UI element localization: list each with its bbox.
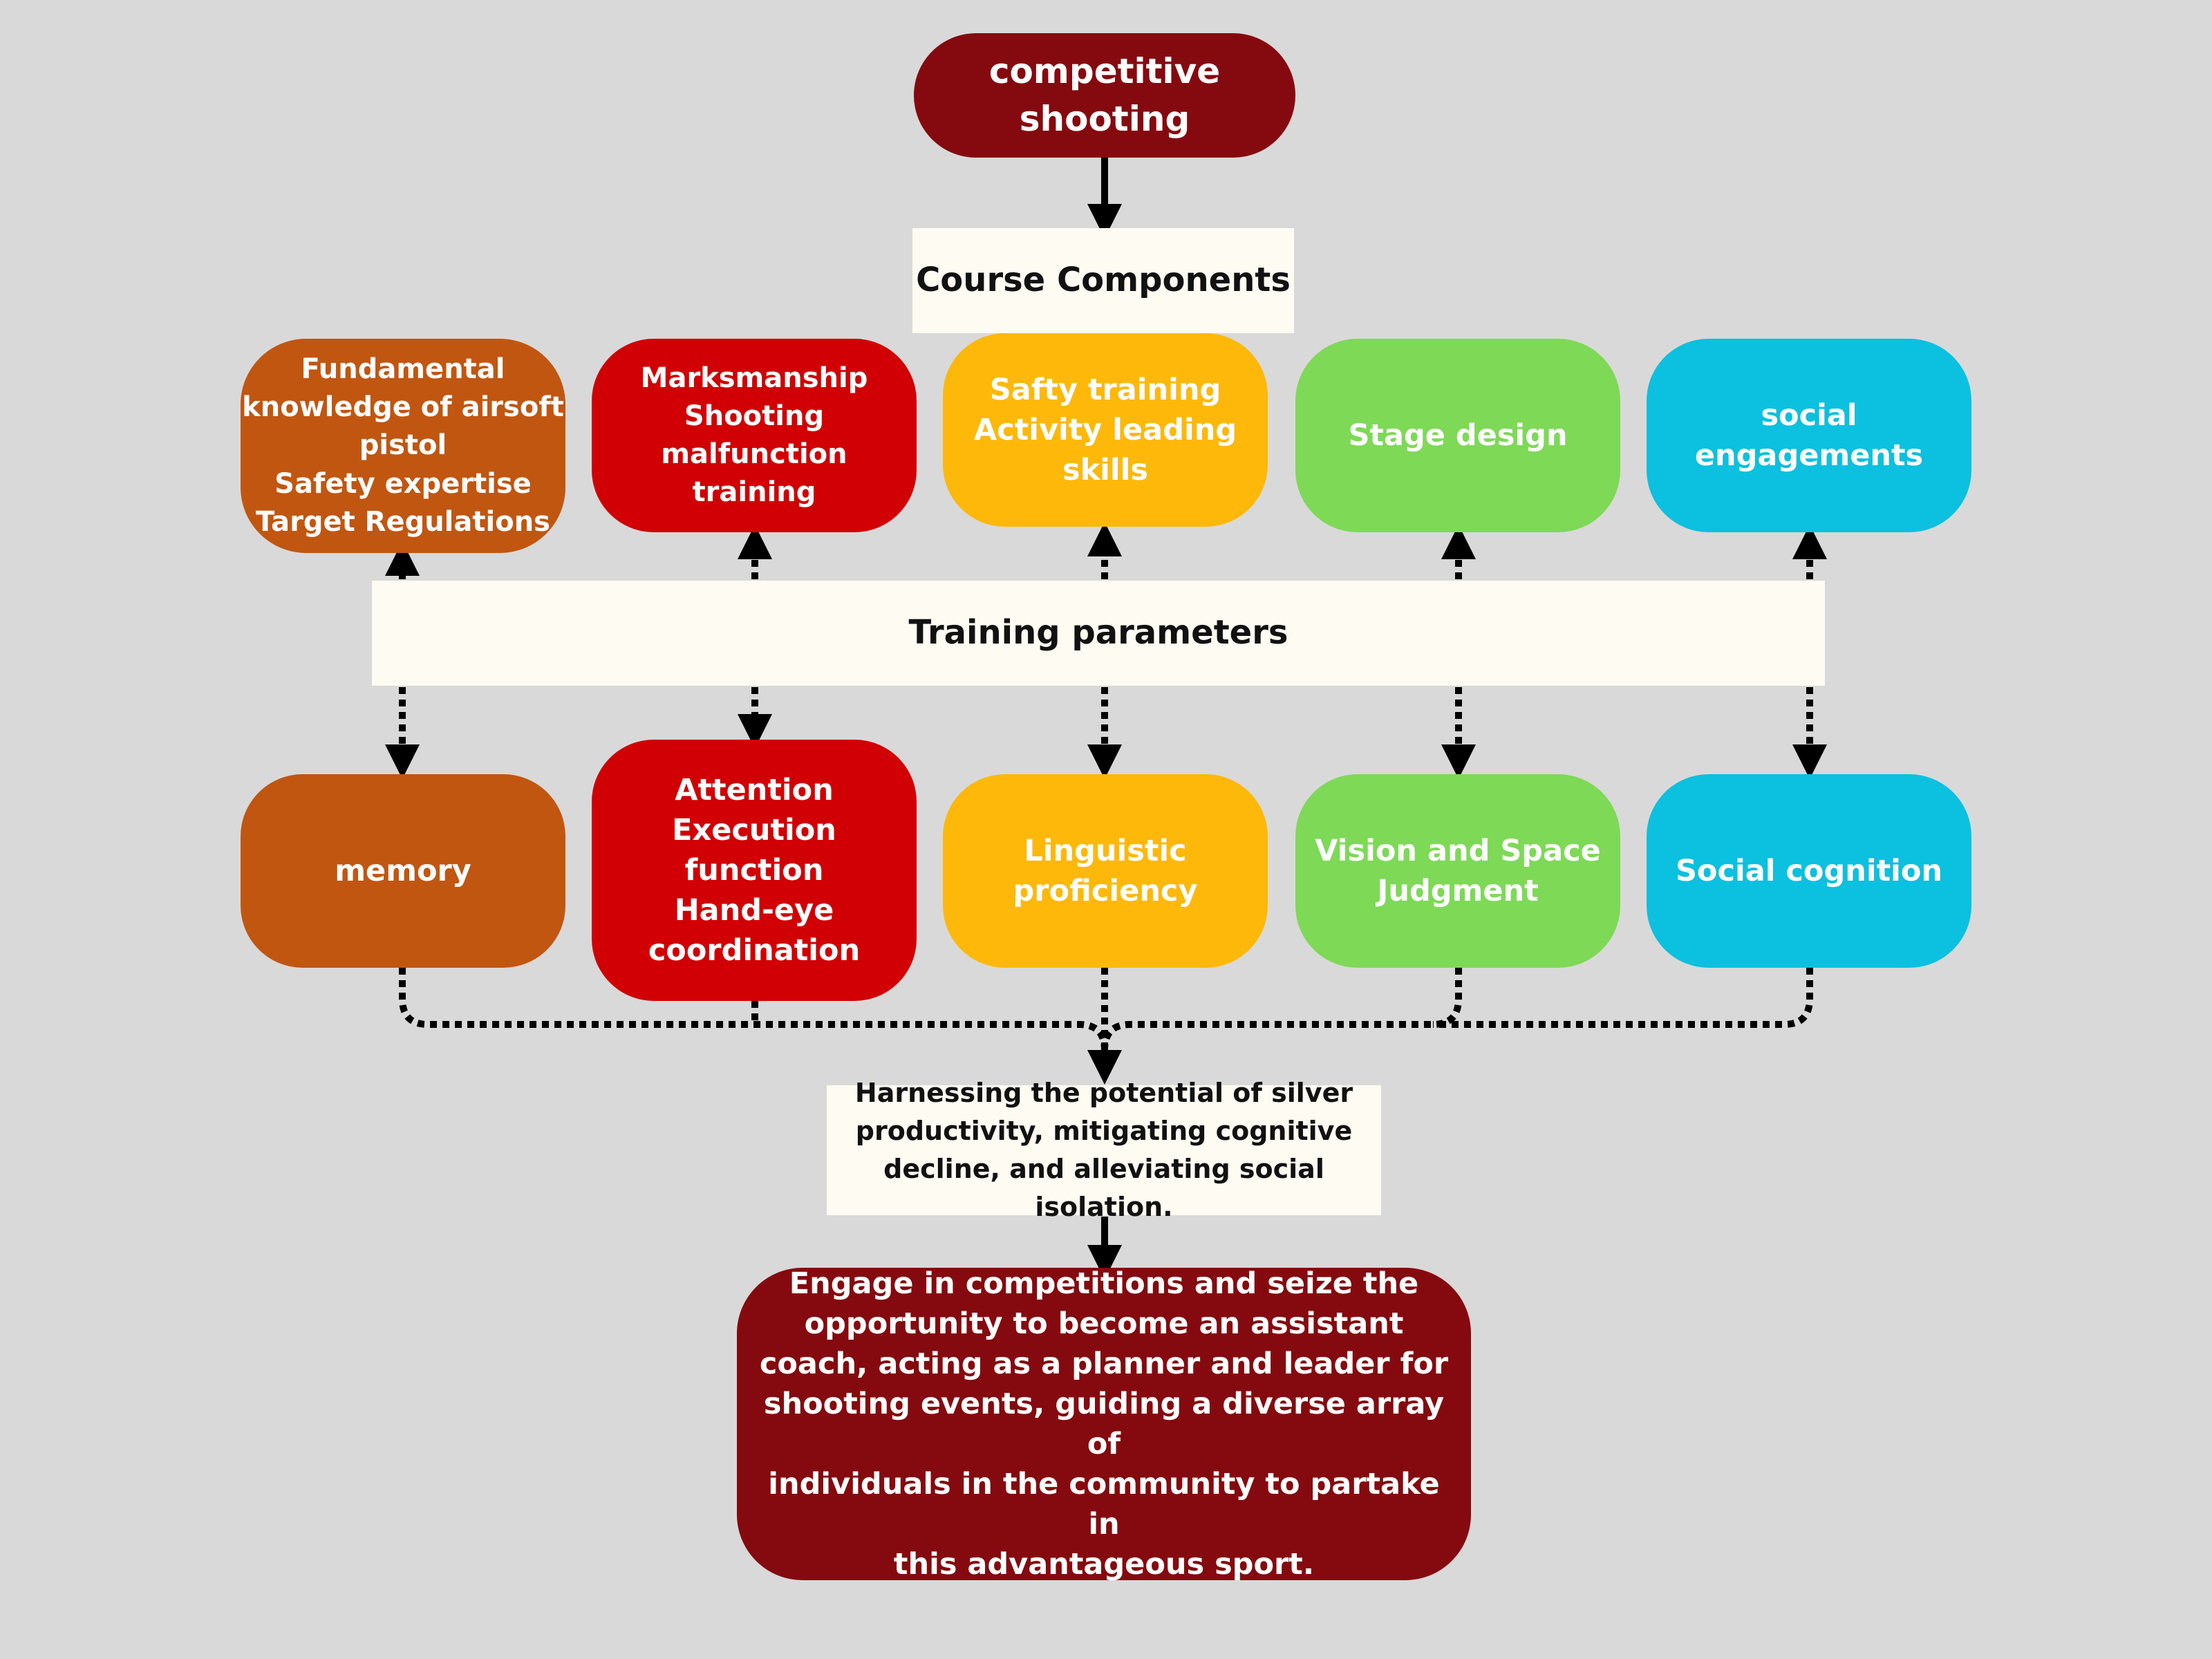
connector-cognitive-4 [1101,968,1462,1051]
course-components-label: Course Components [912,228,1294,333]
cognitive-attention: Attention Execution function Hand-eye co… [592,740,917,1001]
component-stage-design: Stage design [1295,339,1620,532]
component-social-engagements: social engagements [1647,339,1971,532]
outcome-box: Harnessing the potential of silver produ… [827,1078,1381,1222]
component-airsoft-knowledge: Fundamental knowledge of airsoft pistol … [241,339,565,553]
component-marksmanship: Marksmanship Shooting malfunction traini… [592,339,917,532]
cognitive-social: Social cognition [1647,774,1971,968]
cognitive-vision-space: Vision and Space Judgment [1295,774,1620,968]
cognitive-linguistic: Linguistic proficiency [943,774,1268,968]
connector-cognitive-5 [1433,968,1813,1028]
component-safety-training: Safty training Activity leading skills [943,333,1268,527]
final-goal-node: Engage in competitions and seize the opp… [737,1266,1471,1582]
cognitive-memory: memory [241,774,565,968]
training-parameters-label: Training parameters [372,581,1825,686]
title-node: competitive shooting [914,33,1295,158]
